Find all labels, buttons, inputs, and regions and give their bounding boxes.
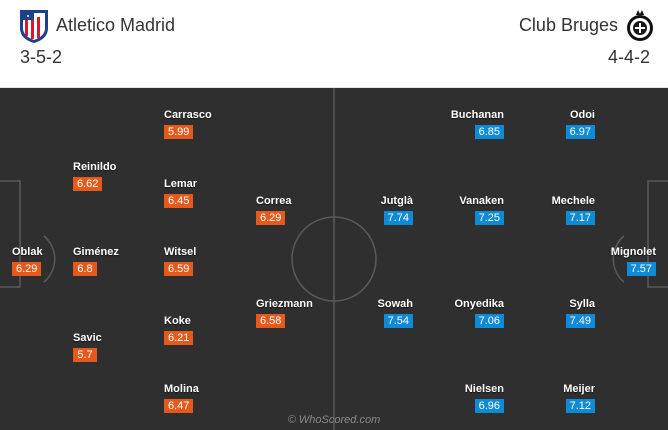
home-formation: 3-5-2 <box>20 47 63 67</box>
player-onyedika[interactable]: Onyedika 7.06 <box>444 298 504 329</box>
player-rating: 6.62 <box>73 177 103 191</box>
player-name: Giménez <box>73 246 119 258</box>
player-name: Koke <box>164 315 191 327</box>
player-rating: 6.45 <box>164 194 194 208</box>
player-rating: 6.96 <box>474 399 504 413</box>
player-oblak[interactable]: Oblak 6.29 <box>12 246 72 277</box>
player-rating: 6.47 <box>164 399 194 413</box>
player-rating: 6.97 <box>565 125 595 139</box>
player-name: Meijer <box>563 383 595 395</box>
atletico-madrid-crest-icon <box>20 10 48 43</box>
player-name: Sylla <box>569 298 595 310</box>
player-reinildo[interactable]: Reinildo 6.62 <box>73 161 133 192</box>
player-rating: 6.85 <box>474 125 504 139</box>
player-name: Carrasco <box>164 109 212 121</box>
player-name: Reinildo <box>73 161 117 173</box>
player-rating: 6.58 <box>256 314 286 328</box>
player-mechele[interactable]: Mechele 7.17 <box>535 195 595 226</box>
player-sylla[interactable]: Sylla 7.49 <box>535 298 595 329</box>
player-rating: 6.59 <box>164 262 194 276</box>
player-rating: 7.57 <box>626 262 656 276</box>
pitch-markings <box>0 88 668 430</box>
player-name: Mignolet <box>610 246 656 258</box>
player-name: Onyedika <box>454 298 504 310</box>
player-rating: 7.54 <box>383 314 413 328</box>
player-name: Nielsen <box>464 383 504 395</box>
away-team-name: Club Bruges <box>518 15 618 35</box>
player-name: Mechele <box>551 195 595 207</box>
player-rating: 7.74 <box>383 211 413 225</box>
home-team-name: Atletico Madrid <box>56 15 176 35</box>
player-meijer[interactable]: Meijer 7.12 <box>535 383 595 414</box>
player-rating: 7.12 <box>565 399 595 413</box>
player-gimenez[interactable]: Giménez 6.8 <box>73 246 133 277</box>
player-carrasco[interactable]: Carrasco 5.99 <box>164 109 224 140</box>
player-savic[interactable]: Savic 5.7 <box>73 332 133 363</box>
player-name: Correa <box>256 195 292 207</box>
player-rating: 6.29 <box>256 211 286 225</box>
lineup-header: Atletico Madrid 3-5-2 Club Bruges 4-4-2 <box>0 0 668 88</box>
player-name: Lemar <box>164 178 198 190</box>
watermark: © WhoScored.com <box>287 414 381 426</box>
player-name: Buchanan <box>450 109 504 121</box>
player-name: Molina <box>164 383 199 395</box>
player-name: Sowah <box>377 298 413 310</box>
player-rating: 6.29 <box>12 262 42 276</box>
player-rating: 6.8 <box>73 262 97 276</box>
player-buchanan[interactable]: Buchanan 6.85 <box>444 109 504 140</box>
player-name: Savic <box>73 332 102 344</box>
player-rating: 7.25 <box>474 211 504 225</box>
pitch: Oblak 6.29 Reinildo 6.62 Giménez 6.8 Sav… <box>0 88 668 430</box>
player-rating: 6.21 <box>164 331 194 345</box>
player-molina[interactable]: Molina 6.47 <box>164 383 224 414</box>
player-rating: 5.99 <box>164 125 194 139</box>
player-name: Vanaken <box>459 195 504 207</box>
player-nielsen[interactable]: Nielsen 6.96 <box>444 383 504 414</box>
player-name: Jutglà <box>380 195 413 207</box>
player-griezmann[interactable]: Griezmann 6.58 <box>256 298 316 329</box>
player-koke[interactable]: Koke 6.21 <box>164 315 224 346</box>
player-jutgla[interactable]: Jutglà 7.74 <box>353 195 413 226</box>
player-odoi[interactable]: Odoi 6.97 <box>535 109 595 140</box>
player-lemar[interactable]: Lemar 6.45 <box>164 178 224 209</box>
player-name: Oblak <box>12 246 43 258</box>
away-formation: 4-4-2 <box>607 47 650 67</box>
player-rating: 7.06 <box>474 314 504 328</box>
player-name: Witsel <box>164 246 197 258</box>
player-witsel[interactable]: Witsel 6.59 <box>164 246 224 277</box>
player-sowah[interactable]: Sowah 7.54 <box>353 298 413 329</box>
player-rating: 7.49 <box>565 314 595 328</box>
player-vanaken[interactable]: Vanaken 7.25 <box>444 195 504 226</box>
player-name: Griezmann <box>256 298 313 310</box>
club-bruges-crest-icon <box>627 10 653 41</box>
player-rating: 5.7 <box>73 348 97 362</box>
player-rating: 7.17 <box>565 211 595 225</box>
player-mignolet[interactable]: Mignolet 7.57 <box>596 246 656 277</box>
player-name: Odoi <box>569 109 595 121</box>
player-correa[interactable]: Correa 6.29 <box>256 195 316 226</box>
